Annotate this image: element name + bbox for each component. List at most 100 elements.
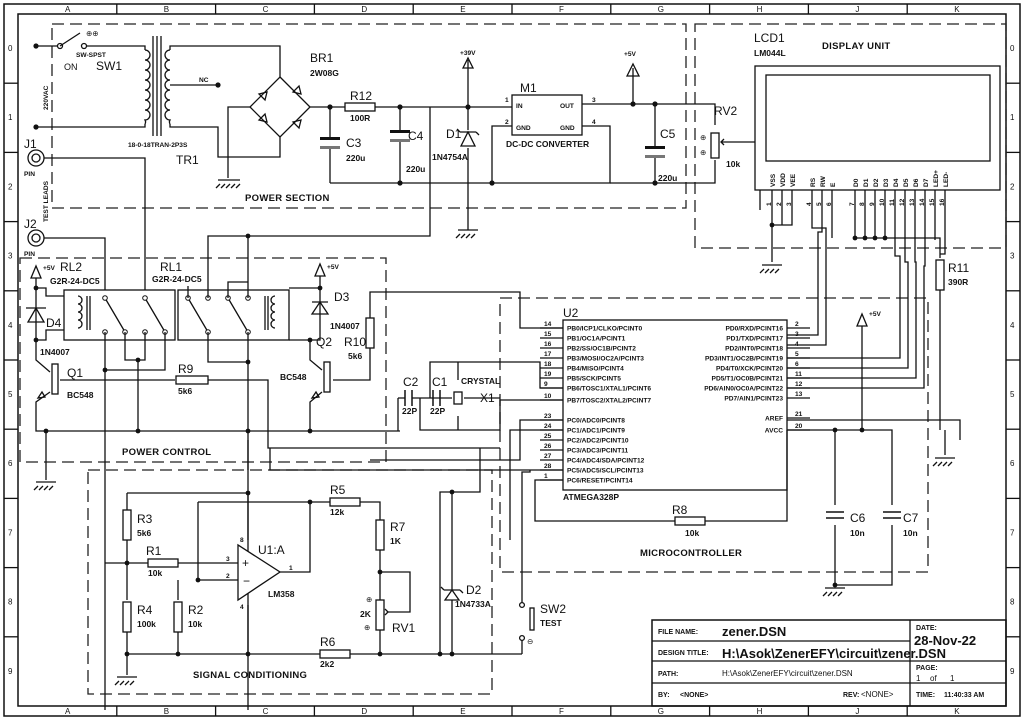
- j2-pin: PIN: [24, 251, 35, 258]
- u2-pin-number: 11: [795, 371, 802, 378]
- u2-pin-number: 12: [795, 381, 803, 388]
- x1-value: CRYSTAL: [461, 376, 500, 386]
- x1-ref: X1: [480, 391, 495, 405]
- u2-ref: U2: [563, 306, 579, 320]
- r11-value: 390R: [948, 277, 968, 287]
- v39-label: +39V: [460, 50, 476, 57]
- lcd-pin-name: VSS: [770, 173, 777, 187]
- d3-value: 1N4007: [330, 321, 360, 331]
- svg-text:⊕: ⊕: [700, 133, 706, 142]
- u2-pin-name: PC3/ADC3/PCINT11: [567, 448, 629, 455]
- sw2-ref: SW2: [540, 602, 566, 616]
- u2-pin-name: PB4/MISO/PCINT4: [567, 366, 624, 373]
- by-value: <NONE>: [680, 692, 708, 699]
- u2-pin-name: PB7/TOSC2/XTAL2/PCINT7: [567, 398, 651, 405]
- svg-text:⊕: ⊕: [700, 148, 706, 157]
- tr1-nc: NC: [199, 77, 209, 84]
- u2-pin-name: PB0/ICP1/CLKO/PCINT0: [567, 326, 642, 333]
- u2-pin-number: 24: [544, 423, 552, 430]
- lcd-pin-number: 10: [879, 198, 886, 206]
- column-label: F: [559, 5, 564, 14]
- rv1-value: 2K: [360, 609, 372, 619]
- wires-test-leads: [44, 157, 146, 296]
- sw1-switch[interactable]: ⊕⊕: [56, 29, 99, 50]
- page-total: 1: [950, 674, 955, 683]
- u1-pin8: 8: [240, 537, 244, 544]
- row-label: 8: [8, 598, 13, 607]
- c3-ref: C3: [346, 136, 362, 150]
- u2-pin-number: 20: [795, 423, 803, 430]
- resistor-r1: [147, 558, 179, 568]
- r9-ref: R9: [178, 362, 194, 376]
- row-label: 9: [8, 667, 13, 676]
- u1-ref: U1:A: [258, 543, 285, 557]
- u2-pin-name: PD3/INT1/OC2B/PCINT19: [705, 356, 783, 363]
- c1-ref: C1: [432, 375, 448, 389]
- br1-ref: BR1: [310, 51, 334, 65]
- lcd-pin-number: 2: [776, 202, 783, 206]
- row-label: 2: [8, 182, 13, 191]
- m1-value: DC-DC CONVERTER: [506, 139, 589, 149]
- row-label: 7: [8, 528, 13, 537]
- resistor-r5: [329, 497, 361, 507]
- diode-d4: [26, 306, 46, 323]
- row-label: 9: [1010, 667, 1015, 676]
- rl1-ref: RL1: [160, 260, 182, 274]
- u2-pin-name: PD1/TXD/PCINT17: [726, 336, 783, 343]
- u2-pin-number: 16: [544, 341, 552, 348]
- jack-j2[interactable]: [27, 229, 45, 247]
- jack-j1[interactable]: [27, 149, 45, 167]
- op-amp-u1a: +−: [237, 543, 282, 602]
- power-control-label: POWER CONTROL: [122, 447, 211, 458]
- r6-ref: R6: [320, 635, 336, 649]
- r3-value: 5k6: [137, 528, 151, 538]
- c6-ref: C6: [850, 511, 866, 525]
- column-label: A: [65, 707, 71, 716]
- u2-pin-name: PD5/T1/OC0B/PCINT21: [712, 376, 784, 383]
- microcontroller-label: MICROCONTROLLER: [640, 548, 742, 559]
- by-label: BY:: [658, 692, 670, 699]
- r12-ref: R12: [350, 89, 372, 103]
- v5-label: +5V: [869, 311, 882, 318]
- wires-micro: [269, 326, 961, 586]
- c4-ref: C4: [408, 129, 424, 143]
- d1-value: 1N4754A: [432, 152, 468, 162]
- r8-value: 10k: [685, 528, 699, 538]
- potentiometer-rv1: ⊕⊕: [364, 595, 389, 632]
- design-title-label: DESIGN TITLE:: [658, 650, 709, 657]
- row-label: 1: [1010, 113, 1015, 122]
- r12-value: 100R: [350, 113, 370, 123]
- q2-ref: Q2: [316, 335, 332, 349]
- file-name-label: FILE NAME:: [658, 629, 698, 636]
- lcd-pin-number: 13: [909, 198, 916, 206]
- row-label: 6: [8, 459, 13, 468]
- svg-text:⊖: ⊖: [527, 637, 533, 646]
- m1-gnd2: GND: [560, 125, 575, 132]
- svg-text:⊕: ⊕: [364, 623, 370, 632]
- rev-label: REV:: [843, 692, 859, 699]
- push-button-sw2[interactable]: ⊖: [518, 601, 535, 646]
- page-label: PAGE:: [916, 665, 938, 672]
- lcd-pin-number: 14: [919, 198, 926, 206]
- lcd-pin-number: 1: [766, 202, 773, 206]
- dots-power-control: [33, 233, 323, 434]
- lcd-pin-name: E: [830, 182, 837, 187]
- resistor-r8: [674, 516, 706, 526]
- c7-ref: C7: [903, 511, 919, 525]
- lcd-screen: [765, 74, 991, 162]
- r9-value: 5k6: [178, 386, 192, 396]
- j1-ref: J1: [24, 137, 37, 151]
- microcontroller-box: [499, 297, 929, 573]
- resistor-r12: [344, 102, 376, 112]
- u2-pin-name: PD4/T0/XCK/PCINT20: [716, 366, 783, 373]
- relay-contacts: [77, 295, 276, 335]
- u2-pin-name: PB6/TOSC1/XTAL1/PCINT6: [567, 386, 651, 393]
- lcd-pin-number: 4: [806, 202, 813, 206]
- u2-pin-number: 18: [544, 361, 552, 368]
- transformer-tr1: [143, 36, 172, 136]
- power-arrow-icon: [314, 262, 326, 277]
- c6-value: 10n: [850, 528, 865, 538]
- transistor-q1: [36, 363, 59, 399]
- lcd-pin-name: D1: [863, 178, 870, 187]
